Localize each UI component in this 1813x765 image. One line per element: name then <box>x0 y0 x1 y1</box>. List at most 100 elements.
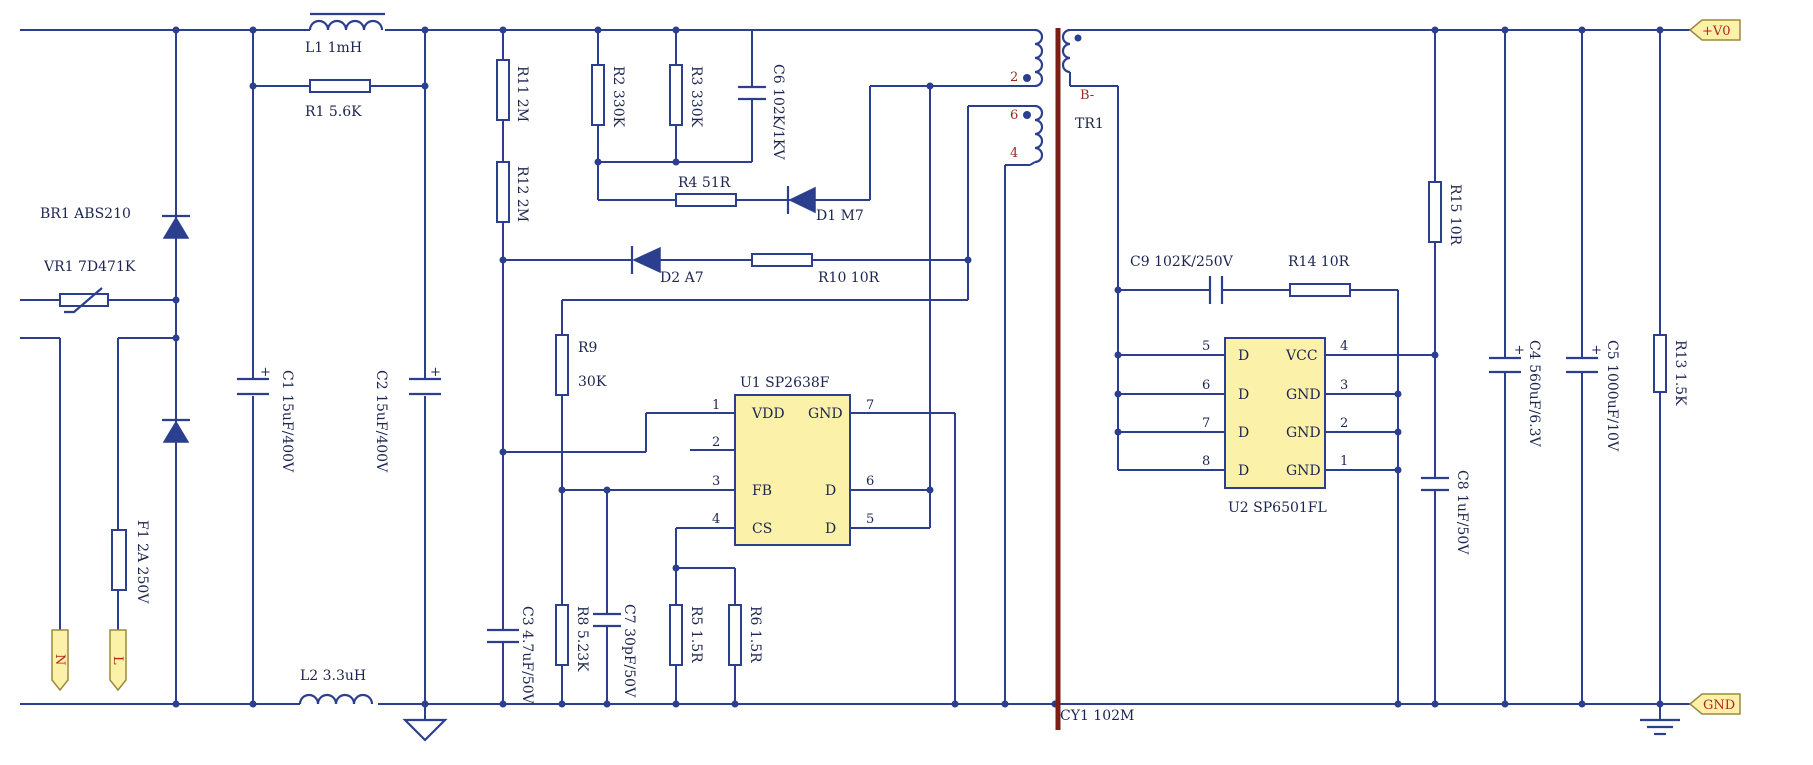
u2-pin-d-6: D <box>1238 387 1249 403</box>
label-r11: R11 2M <box>514 66 530 122</box>
capacitor-c4: + <box>1489 343 1525 374</box>
label-r3: R3 330K <box>688 66 704 128</box>
capacitor-c1: + <box>237 365 271 396</box>
ic-u1 <box>734 394 851 546</box>
label-l2: L2 3.3uH <box>300 668 366 684</box>
fuse-f1 <box>111 529 127 591</box>
varistor-vr1 <box>59 287 109 314</box>
net-tag-v0 <box>1688 19 1741 41</box>
label-r6: R6 1.5R <box>747 606 763 663</box>
label-r5: R5 1.5R <box>688 606 704 663</box>
label-c2: C2 15uF/400V <box>373 370 389 473</box>
u1-pinnum-3: 3 <box>712 474 720 489</box>
u2-pinnum-4: 4 <box>1340 339 1348 354</box>
u2-pinnum-2: 2 <box>1340 416 1348 431</box>
transformer-tr1 <box>1010 28 1082 730</box>
svg-text:+: + <box>1591 343 1602 358</box>
resistor-r14 <box>1289 283 1351 297</box>
label-d1: D1 M7 <box>816 208 864 224</box>
svg-text:+: + <box>1514 343 1525 358</box>
u2-pin-d-8: D <box>1238 463 1249 479</box>
inductor-l1 <box>308 12 385 31</box>
capacitor-c6 <box>738 85 768 101</box>
label-r9: R9 <box>578 340 597 356</box>
net-tag-gnd <box>1688 693 1741 715</box>
label-r13: R13 1.5K <box>1672 340 1688 406</box>
label-r2: R2 330K <box>610 66 626 128</box>
label-c5: C5 1000uF/10V <box>1604 340 1620 452</box>
u1-pin-cs: CS <box>752 521 772 537</box>
u1-pinnum-1: 1 <box>712 398 720 413</box>
svg-text:+: + <box>430 365 441 380</box>
label-u2: U2 SP6501FL <box>1228 500 1327 516</box>
label-c6: C6 102K/1KV <box>770 64 786 160</box>
capacitor-c3 <box>487 628 519 644</box>
resistor-r11 <box>496 59 510 121</box>
label-r15: R15 10R <box>1447 184 1463 246</box>
label-l1: L1 1mH <box>305 40 362 56</box>
label-c1: C1 15uF/400V <box>279 370 295 473</box>
resistor-r12 <box>496 161 510 223</box>
u2-pinnum-3: 3 <box>1340 378 1348 393</box>
u2-pin-d-7: D <box>1238 425 1249 441</box>
u2-pin-gnd-1: GND <box>1286 463 1321 479</box>
label-c7: C7 30pF/50V <box>621 604 637 698</box>
resistor-r9 <box>555 334 569 396</box>
u1-pinnum-2: 2 <box>712 435 720 450</box>
diode-d2 <box>630 246 661 274</box>
diode-d1 <box>786 186 816 214</box>
resistor-r6 <box>728 604 742 666</box>
u1-pinnum-5: 5 <box>866 512 874 527</box>
resistor-r2 <box>591 64 605 126</box>
u2-pin-vcc: VCC <box>1285 348 1318 364</box>
label-c3: C3 4.7uF/50V <box>519 606 535 705</box>
label-d2: D2 A7 <box>660 270 704 286</box>
ground-icon-left <box>402 718 448 742</box>
label-tr1: TR1 <box>1075 116 1104 132</box>
label-cy1: CY1 102M <box>1060 708 1134 724</box>
u2-pinnum-7: 7 <box>1202 416 1210 431</box>
label-r1: R1 5.6K <box>305 104 362 120</box>
capacitor-c5: + <box>1566 343 1602 374</box>
net-tag-v0-label: +V0 <box>1702 24 1731 39</box>
u2-pinnum-1: 1 <box>1340 454 1348 469</box>
label-r10: R10 10R <box>818 270 880 286</box>
u1-pin-d-5: D <box>825 521 836 537</box>
u2-pin-gnd-2: GND <box>1286 425 1321 441</box>
u2-pin-d-5: D <box>1238 348 1249 364</box>
label-f1: F1 2A 250V <box>134 520 150 604</box>
u2-pinnum-5: 5 <box>1202 339 1210 354</box>
resistor-r5 <box>669 604 683 666</box>
u1-pin-vdd: VDD <box>751 406 785 422</box>
inductor-l2 <box>298 693 374 705</box>
u2-pinnum-8: 8 <box>1202 454 1210 469</box>
label-r4: R4 51R <box>678 175 731 191</box>
label-c4: C4 560uF/6.3V <box>1526 340 1542 448</box>
label-br1: BR1 ABS210 <box>40 206 131 222</box>
label-r8: R8 5.23K <box>574 606 590 672</box>
transformer-pin-6: 6 <box>1010 108 1018 123</box>
label-r14: R14 10R <box>1288 254 1350 270</box>
ground-icon-right <box>1640 718 1680 736</box>
bridge-diode-upper <box>162 214 190 239</box>
ic-u2 <box>1224 337 1326 489</box>
label-u1: U1 SP2638F <box>740 375 830 391</box>
u1-pin-d-6: D <box>825 483 836 499</box>
resistor-r15 <box>1428 181 1442 243</box>
resistor-r13 <box>1653 334 1667 393</box>
u1-pin-fb: FB <box>752 483 772 499</box>
net-tag-n <box>51 629 69 692</box>
transformer-pin-4: 4 <box>1010 146 1018 161</box>
junction-dots <box>172 26 1664 708</box>
net-tag-n-label: N <box>52 654 67 665</box>
capacitor-c8 <box>1421 476 1449 492</box>
u1-pinnum-7: 7 <box>866 398 874 413</box>
resistor-r4 <box>675 193 737 207</box>
label-r9-value: 30K <box>578 374 607 390</box>
u2-pinnum-6: 6 <box>1202 378 1210 393</box>
transformer-pin-2: 2 <box>1010 70 1018 85</box>
label-vr1: VR1 7D471K <box>43 259 136 275</box>
label-c8: C8 1uF/50V <box>1454 470 1470 555</box>
label-c9: C9 102K/250V <box>1130 254 1234 270</box>
